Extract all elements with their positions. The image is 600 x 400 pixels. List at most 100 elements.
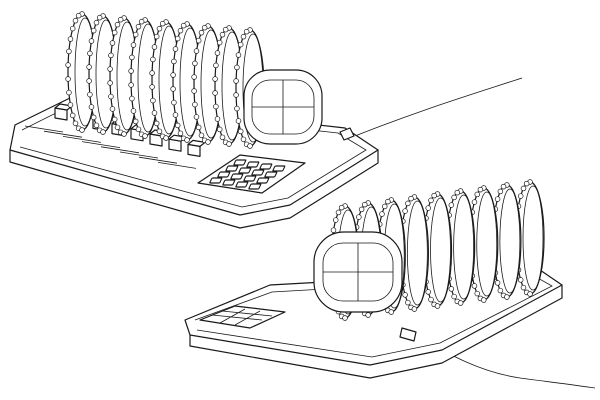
drum-stud — [93, 19, 100, 26]
drum-stud — [237, 41, 244, 48]
drum-stud — [100, 129, 106, 135]
drum-stud — [195, 124, 202, 131]
drum-stud — [385, 198, 391, 205]
keypad-key — [230, 173, 244, 180]
drum-stud — [477, 186, 484, 193]
keypad-key — [235, 181, 249, 188]
drum-disc — [149, 19, 181, 141]
drum-disc — [170, 21, 202, 143]
drum-stud — [142, 133, 148, 139]
drum-disc — [65, 11, 97, 133]
drum-stud — [107, 66, 113, 72]
drum-stud — [216, 39, 223, 46]
keypad-key — [225, 165, 239, 172]
drum-stud — [151, 110, 158, 116]
drum-stud — [96, 14, 103, 21]
drum-stud — [163, 135, 169, 141]
drum-stud — [65, 76, 71, 82]
drum-stud — [108, 52, 114, 59]
keypad-key — [259, 163, 273, 170]
drum-stud — [86, 64, 92, 70]
drum-stud — [338, 204, 345, 211]
drum-stud — [504, 294, 510, 300]
drum-stud — [114, 21, 121, 28]
drum-stud — [69, 112, 76, 119]
drum-stud — [151, 44, 158, 50]
device-front-view — [184, 179, 596, 389]
drum-stud — [448, 286, 455, 292]
drum-stud — [111, 29, 118, 36]
drum-stud — [171, 58, 177, 65]
keypad-key — [256, 177, 270, 184]
drum-stud — [330, 227, 337, 233]
drum-stud — [117, 16, 124, 23]
drum-stud — [431, 192, 437, 199]
drum-stud — [234, 105, 240, 112]
keypad-key — [217, 171, 231, 178]
keypad-key — [251, 169, 265, 176]
drum-stud — [517, 277, 524, 283]
drum-stud — [128, 68, 134, 74]
drum-stud — [88, 104, 95, 110]
drum-disc — [107, 15, 139, 137]
keypad-key — [248, 183, 262, 190]
drum-stud — [494, 196, 501, 202]
drum-stud — [150, 56, 156, 63]
drum-stud — [171, 99, 177, 106]
drum-stud — [205, 139, 211, 145]
drum-stud — [130, 108, 137, 114]
drum-stud — [226, 141, 232, 147]
drum-stud — [454, 189, 461, 196]
drum-stud — [235, 118, 242, 124]
drum-stud — [66, 48, 72, 55]
drum-stud — [153, 120, 160, 127]
drum-stud — [213, 62, 219, 69]
drum-disc — [86, 13, 118, 135]
drum-stud — [87, 91, 93, 98]
drum-disc — [420, 191, 453, 309]
drum-stud — [219, 31, 226, 38]
drum-stud — [335, 209, 342, 216]
drum-stud — [149, 70, 155, 76]
drum-stud — [149, 84, 155, 90]
drum-stud — [425, 205, 431, 211]
drum-stud — [434, 303, 441, 309]
drum-stud — [69, 25, 76, 32]
drum-stud — [233, 92, 239, 98]
drum-stud — [474, 191, 480, 198]
keypad-key — [272, 165, 286, 172]
drum-stud — [201, 24, 208, 31]
connector — [399, 327, 417, 342]
drum-stud — [240, 136, 247, 143]
drum-stud — [79, 127, 85, 133]
drum-stud — [474, 290, 480, 297]
drum-stud — [365, 312, 371, 318]
drum-stud — [497, 188, 504, 195]
drum-stud — [108, 93, 114, 100]
drum-stud — [180, 22, 187, 29]
drum-stud — [234, 64, 240, 71]
drum-stud — [75, 12, 82, 19]
drum-stud — [481, 297, 487, 303]
drum-stud — [405, 200, 411, 207]
drum-stud — [192, 101, 198, 108]
drum-stud — [90, 27, 97, 34]
keypad-key — [243, 175, 257, 182]
drum-stud — [520, 284, 527, 291]
drum-stud — [214, 116, 221, 122]
drum-stud — [222, 26, 229, 33]
drum-stud — [497, 287, 504, 294]
drum-stud — [402, 292, 408, 298]
drum-stud — [494, 280, 501, 286]
drum-stud — [214, 50, 221, 56]
drum-stud — [107, 80, 113, 86]
keypad — [199, 305, 286, 329]
drum-stud — [219, 134, 226, 141]
drum-stud — [193, 48, 200, 54]
drum-stud — [193, 114, 200, 120]
drum-stud — [247, 143, 253, 149]
drum-stud — [216, 126, 223, 133]
keypad-key — [238, 167, 252, 174]
drum-stud — [428, 296, 434, 303]
